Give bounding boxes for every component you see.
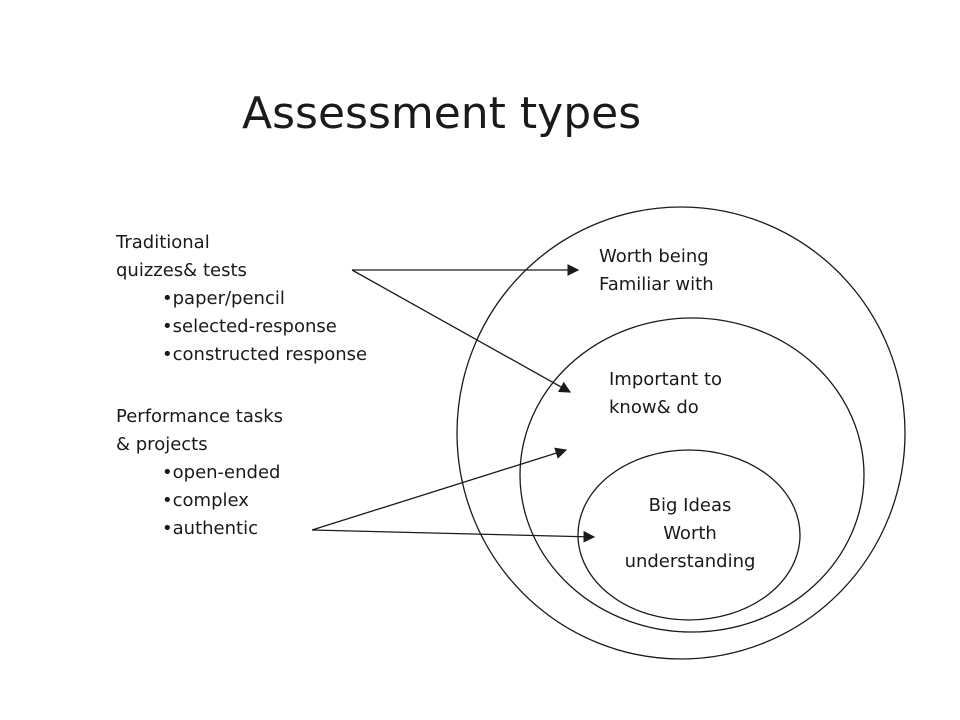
inner-circle-label: Big Ideas Worth understanding [590, 492, 790, 576]
performance-assessment-group: Performance tasks & projects open-ended … [116, 403, 283, 543]
outer-label-line-2: Familiar with [599, 274, 714, 295]
middle-circle [519, 317, 865, 633]
arrow-performance-to-inner [311, 529, 596, 543]
middle-label-line-2: know& do [609, 397, 699, 418]
inner-label-line-1: Big Ideas [648, 495, 732, 516]
middle-circle-label: Important to know& do [609, 366, 722, 422]
outer-circle-label: Worth being Familiar with [599, 243, 714, 299]
inner-circle [577, 449, 801, 621]
list-item: authentic [162, 515, 283, 543]
outer-label-line-1: Worth being [599, 246, 709, 267]
inner-label-line-2: Worth [663, 523, 717, 544]
inner-label-line-3: understanding [624, 551, 756, 572]
arrow-traditional-to-middle [351, 269, 572, 393]
list-item: selected-response [162, 313, 367, 341]
middle-label-line-1: Important to [609, 369, 723, 390]
outer-circle [456, 206, 906, 660]
traditional-heading-line-2: quizzes& tests [116, 260, 247, 281]
performance-heading-line-1: Performance tasks [116, 406, 284, 427]
slide-title: Assessment types [242, 88, 642, 139]
arrow-performance-to-middle [311, 447, 568, 531]
list-item: paper/pencil [162, 285, 367, 313]
traditional-items-list: paper/pencil selected-response construct… [116, 285, 368, 369]
traditional-heading-line-1: Traditional [116, 232, 210, 253]
list-item: open-ended [162, 459, 283, 487]
traditional-assessment-group: Traditional quizzes& tests paper/pencil … [116, 229, 367, 369]
performance-heading-line-2: & projects [116, 434, 208, 455]
list-item: constructed response [162, 341, 368, 369]
list-item: complex [162, 487, 283, 515]
performance-items-list: open-ended complex authentic [116, 459, 283, 543]
